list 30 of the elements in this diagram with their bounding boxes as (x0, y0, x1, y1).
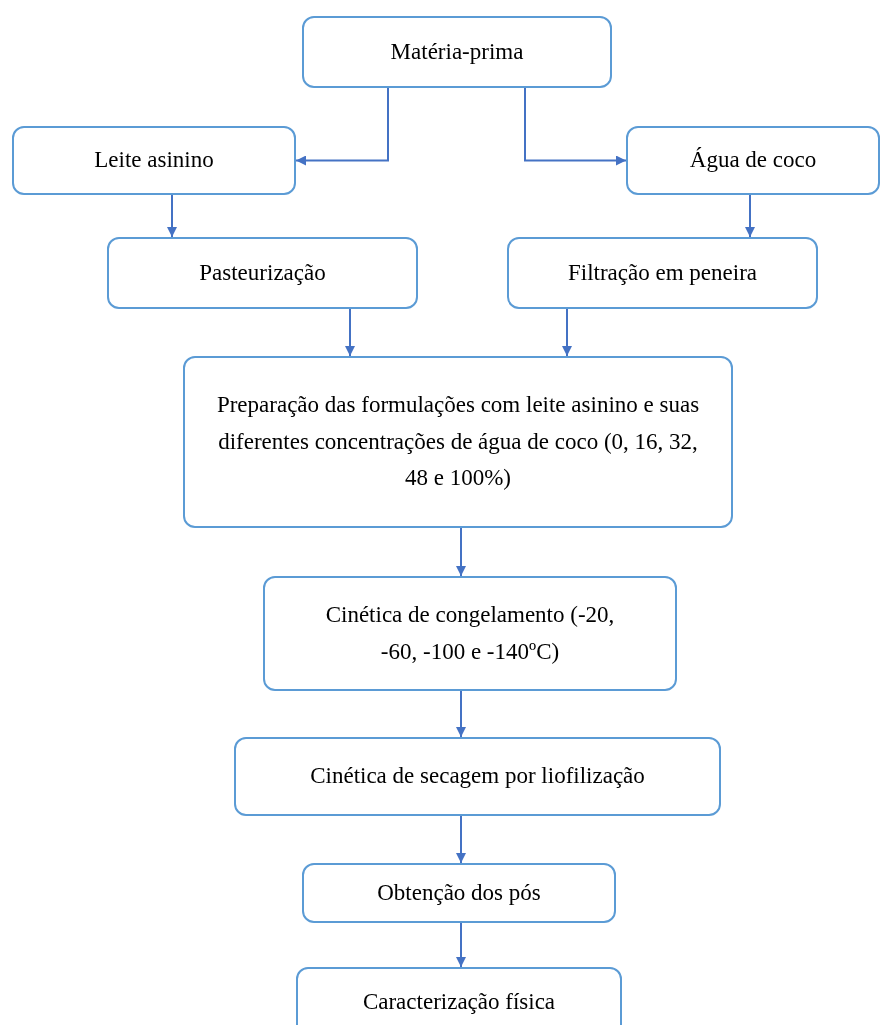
process-box (183, 356, 733, 528)
arrow (456, 527, 466, 577)
arrow (456, 815, 466, 864)
process-box (302, 16, 612, 88)
arrow (167, 194, 177, 238)
step-label: Cinética de congelamento (-20, -60, -100 e -140ºC) (325, 600, 615, 666)
step-label: Caracterização física (362, 987, 556, 1016)
step-label: Obtenção dos pós (377, 878, 541, 907)
arrow (456, 922, 466, 968)
process-box (626, 126, 880, 195)
step-label: Pasteurização (199, 258, 326, 287)
step-label: Matéria-prima (390, 37, 524, 66)
process-box (234, 737, 721, 816)
step-label: Filtração em peneira (568, 258, 757, 287)
arrow (562, 308, 572, 357)
arrow (295, 87, 389, 166)
process-box (12, 126, 296, 195)
process-box (107, 237, 418, 309)
step-label: Preparação das formulações com leite asinino e suas diferentes concentrações de água de coco (0, 16, 32, 48 e 100%) (215, 390, 701, 493)
process-box (507, 237, 818, 309)
arrow (745, 194, 755, 238)
arrow (345, 308, 355, 357)
step-label: Cinética de secagem por liofilização (310, 762, 645, 791)
process-box (263, 576, 677, 691)
process-box (302, 863, 616, 923)
arrow (456, 690, 466, 738)
step-label: Água de coco (689, 146, 817, 175)
step-label: Leite asinino (94, 146, 214, 175)
process-box (296, 967, 622, 1025)
arrow (524, 87, 627, 166)
